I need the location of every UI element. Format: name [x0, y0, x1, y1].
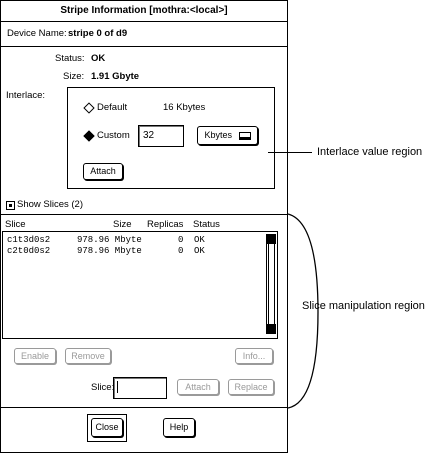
replicas-cell: 0: [178, 235, 184, 245]
custom-label: Custom: [97, 130, 130, 141]
info-button[interactable]: Info...: [235, 348, 273, 364]
custom-radio[interactable]: [83, 130, 95, 142]
interlace-unit-value: Kbytes: [204, 130, 232, 140]
divider: [1, 214, 287, 215]
interlace-callout-line: [268, 152, 312, 153]
column-header-slice: Slice: [5, 219, 26, 230]
help-button[interactable]: Help: [163, 418, 195, 437]
slice-list-scrollbar[interactable]: [266, 234, 276, 334]
size-label: Size:: [63, 71, 85, 82]
slice-input[interactable]: [113, 377, 167, 399]
column-header-size: Size: [113, 219, 132, 230]
status-cell: OK: [194, 235, 205, 245]
slice-attach-button[interactable]: Attach: [177, 379, 219, 395]
status-cell: OK: [194, 246, 205, 256]
slice-cell: c1t3d0s2: [7, 235, 51, 245]
scroll-track[interactable]: [268, 244, 275, 324]
remove-button[interactable]: Remove: [65, 348, 111, 364]
stripe-information-window: Stripe Information [mothra:<local>] Devi…: [0, 0, 288, 453]
interlace-group: Default 16 Kbytes Custom 32 Kbytes Attac…: [67, 87, 275, 189]
replace-button[interactable]: Replace: [228, 379, 274, 395]
size-cell: 978.96 Mbyte: [77, 235, 142, 245]
slice-list[interactable]: c1t3d0s2 978.96 Mbyte 0 OK c2t0d0s2 978.…: [2, 231, 278, 339]
status-label: Status:: [55, 53, 85, 64]
interlace-attach-button[interactable]: Attach: [83, 163, 123, 180]
enable-button[interactable]: Enable: [14, 348, 56, 364]
column-header-status: Status: [193, 219, 220, 230]
scroll-up-arrow-icon[interactable]: [267, 234, 276, 244]
slice-region-bracket: [287, 213, 319, 409]
size-cell: 978.96 Mbyte: [77, 246, 142, 256]
column-header-replicas: Replicas: [147, 219, 184, 230]
default-label: Default: [97, 102, 128, 113]
show-slices-label: Show Slices (2): [17, 199, 83, 210]
status-value: OK: [91, 53, 106, 64]
show-slices-checkbox[interactable]: [6, 201, 15, 210]
interlace-region-annotation: Interlace value region: [317, 146, 423, 158]
default-radio[interactable]: [83, 102, 95, 114]
default-value: 16 Kbytes: [163, 102, 206, 113]
interlace-unit-menu[interactable]: Kbytes: [197, 126, 258, 145]
custom-interlace-input[interactable]: 32: [138, 125, 184, 147]
device-name-label: Device Name:: [7, 28, 67, 39]
slice-field-label: Slice:: [91, 382, 115, 393]
window-title: Stripe Information [mothra:<local>]: [1, 1, 287, 22]
close-button[interactable]: Close: [91, 418, 123, 437]
footer-divider: [1, 407, 287, 408]
replicas-cell: 0: [178, 246, 184, 256]
slice-cell: c2t0d0s2: [7, 246, 51, 256]
text-cursor: [117, 381, 118, 393]
interlace-label: Interlace:: [6, 90, 46, 101]
default-button-ring: [87, 414, 127, 442]
slice-region-annotation: Slice manipulation region: [302, 300, 425, 312]
device-name-row: Device Name: stripe 0 of d9: [1, 22, 287, 47]
size-value: 1.91 Gbyte: [91, 71, 140, 82]
menu-button-icon: [238, 131, 251, 140]
scroll-down-arrow-icon[interactable]: [267, 324, 276, 334]
device-name-value: stripe 0 of d9: [68, 28, 128, 39]
